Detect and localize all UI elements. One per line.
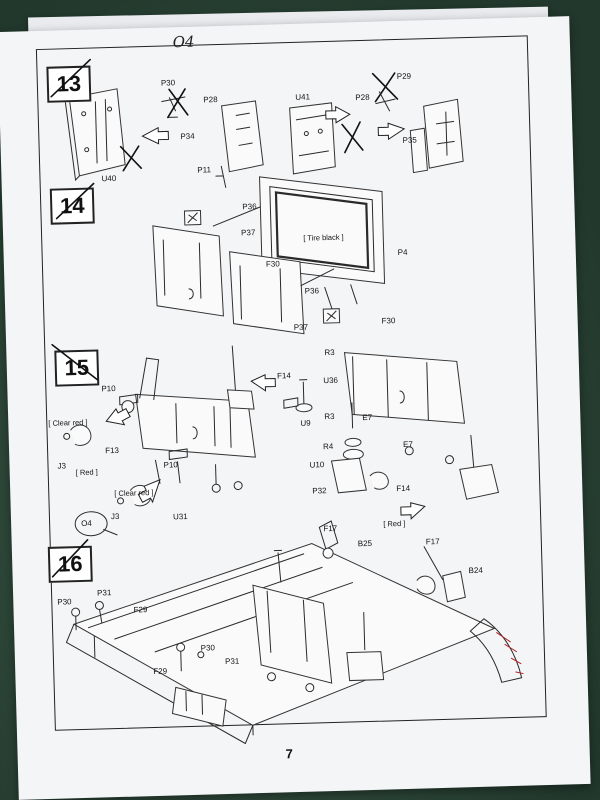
- part-label: P37: [240, 228, 256, 238]
- part-label: P28: [355, 92, 370, 103]
- part-label: P32: [312, 486, 327, 496]
- page-number: 7: [285, 746, 294, 762]
- part-label: P29: [396, 71, 412, 81]
- part-label: P30: [200, 643, 216, 653]
- part-label: J3: [57, 461, 67, 471]
- part-label: P36: [304, 286, 320, 296]
- part-label: B24: [468, 565, 483, 576]
- checkmarks: [50, 58, 98, 578]
- part-label: P30: [160, 78, 176, 88]
- part-label: P4: [397, 247, 408, 258]
- paint-note: [ Red ]: [383, 518, 406, 529]
- part-label: J3: [110, 511, 120, 522]
- part-label: P28: [203, 95, 218, 105]
- part-label: R4: [322, 441, 334, 452]
- paint-note: [ Clear red ]: [48, 417, 88, 428]
- part-label: F17: [323, 523, 338, 534]
- part-label: U40: [101, 173, 117, 184]
- part-label: F13: [104, 445, 120, 456]
- part-label: P37: [293, 322, 309, 332]
- part-label: P36: [242, 201, 257, 212]
- part-label: R3: [324, 411, 335, 422]
- paint-note: [ Red ]: [75, 467, 98, 478]
- part-label: O4: [81, 518, 92, 528]
- instruction-page: O4: [0, 16, 591, 800]
- step-14-drawing: [152, 176, 386, 335]
- assembly-drawings: [63, 72, 524, 745]
- part-label: P11: [197, 165, 212, 175]
- part-label: P34: [180, 131, 195, 142]
- part-label: E7: [402, 439, 413, 449]
- part-label: F14: [396, 483, 411, 494]
- part-label: U36: [323, 375, 339, 386]
- part-label: P30: [57, 597, 72, 607]
- step-15-drawing: [63, 345, 500, 537]
- part-label: R3: [324, 347, 335, 358]
- part-label: U41: [295, 92, 311, 102]
- step-16-drawing: [65, 520, 524, 745]
- part-label: E7: [362, 412, 373, 423]
- part-label: P31: [96, 588, 112, 598]
- part-label: U31: [172, 512, 188, 522]
- paint-note: [ Clear red ]: [114, 487, 154, 499]
- part-label: P10: [101, 383, 116, 394]
- part-label: F17: [425, 536, 440, 547]
- part-label: F29: [153, 666, 168, 677]
- part-label: U9: [300, 418, 311, 428]
- part-label: U10: [309, 460, 325, 470]
- part-label: F14: [276, 371, 292, 381]
- part-label: P10: [163, 460, 178, 470]
- part-label: B25: [357, 538, 373, 549]
- part-label: F29: [133, 605, 148, 615]
- part-label: F30: [381, 316, 396, 326]
- part-label: P31: [224, 656, 240, 667]
- step-13-drawing: [64, 72, 464, 188]
- paint-note: [ Tire black ]: [303, 232, 344, 243]
- part-label: F30: [265, 259, 280, 269]
- part-label: P35: [402, 135, 417, 145]
